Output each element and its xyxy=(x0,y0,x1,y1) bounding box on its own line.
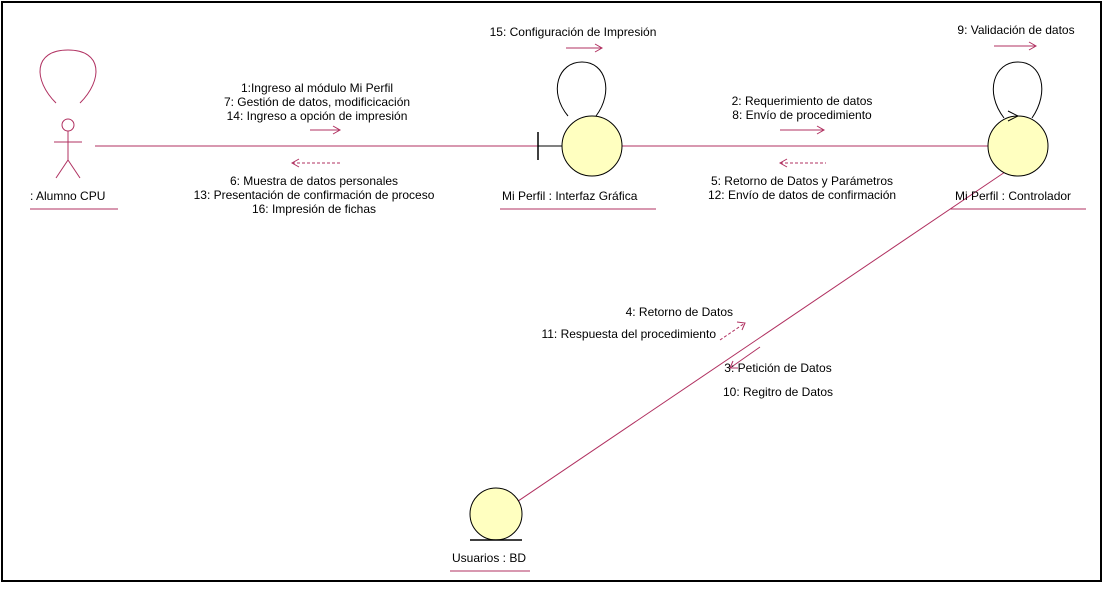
message-label: 14: Ingreso a opción de impresión xyxy=(227,109,408,123)
link-controlador-bd xyxy=(495,171,1006,517)
object-label: Mi Perfil : Interfaz Gráfica xyxy=(502,189,638,203)
arrowhead xyxy=(816,125,826,135)
message-arrow xyxy=(719,322,746,341)
boundary-icon xyxy=(561,115,623,177)
message-label: 4: Retorno de Datos xyxy=(626,305,733,319)
message-label: 8: Envío de procedimiento xyxy=(732,108,872,122)
control-icon xyxy=(987,115,1049,177)
self-link-loop xyxy=(992,61,1043,119)
self-link-loop xyxy=(556,61,607,117)
self-link-loop xyxy=(39,49,97,104)
message-label: 7: Gestión de datos, modificicación xyxy=(224,95,410,109)
message-label: 6: Muestra de datos personales xyxy=(230,174,398,188)
arrowhead xyxy=(736,321,746,331)
message-label: 1:Ingreso al módulo Mi Perfil xyxy=(241,81,393,95)
object-label: : Alumno CPU xyxy=(30,189,105,203)
arrowhead xyxy=(729,360,738,369)
message-label: 12: Envío de datos de confirmación xyxy=(708,188,896,202)
actor-alumno[interactable]: : Alumno CPU xyxy=(30,49,118,210)
entity-icon xyxy=(469,487,523,541)
actor-icon xyxy=(54,118,82,179)
message-label: 5: Retorno de Datos y Parámetros xyxy=(711,174,893,188)
entity-bd[interactable]: Usuarios : BD xyxy=(450,487,530,572)
arrowhead xyxy=(332,125,342,135)
message-label: 13: Presentación de confirmación de proc… xyxy=(194,188,435,202)
control-controlador[interactable]: Mi Perfil : Controlador xyxy=(950,61,1086,210)
message-arrow xyxy=(729,346,761,369)
message-label: 9: Validación de datos xyxy=(957,23,1074,37)
message-arrows xyxy=(290,41,1038,369)
object-label: Mi Perfil : Controlador xyxy=(955,189,1071,203)
message-label: 3: Petición de Datos xyxy=(724,361,831,375)
control-arrowhead xyxy=(1007,110,1019,122)
message-label: 16: Impresión de fichas xyxy=(252,202,376,216)
message-label: 15: Configuración de Impresión xyxy=(490,25,657,39)
arrowhead xyxy=(778,158,788,168)
arrowhead xyxy=(290,158,300,168)
arrowhead xyxy=(1028,41,1038,51)
message-label: 10: Regitro de Datos xyxy=(723,385,833,399)
boundary-interfaz[interactable]: Mi Perfil : Interfaz Gráfica xyxy=(500,61,656,210)
arrowhead xyxy=(594,43,604,53)
message-label: 2: Requerimiento de datos xyxy=(732,94,873,108)
message-label: 11: Respuesta del procedimiento xyxy=(541,327,716,341)
object-label: Usuarios : BD xyxy=(452,551,526,565)
